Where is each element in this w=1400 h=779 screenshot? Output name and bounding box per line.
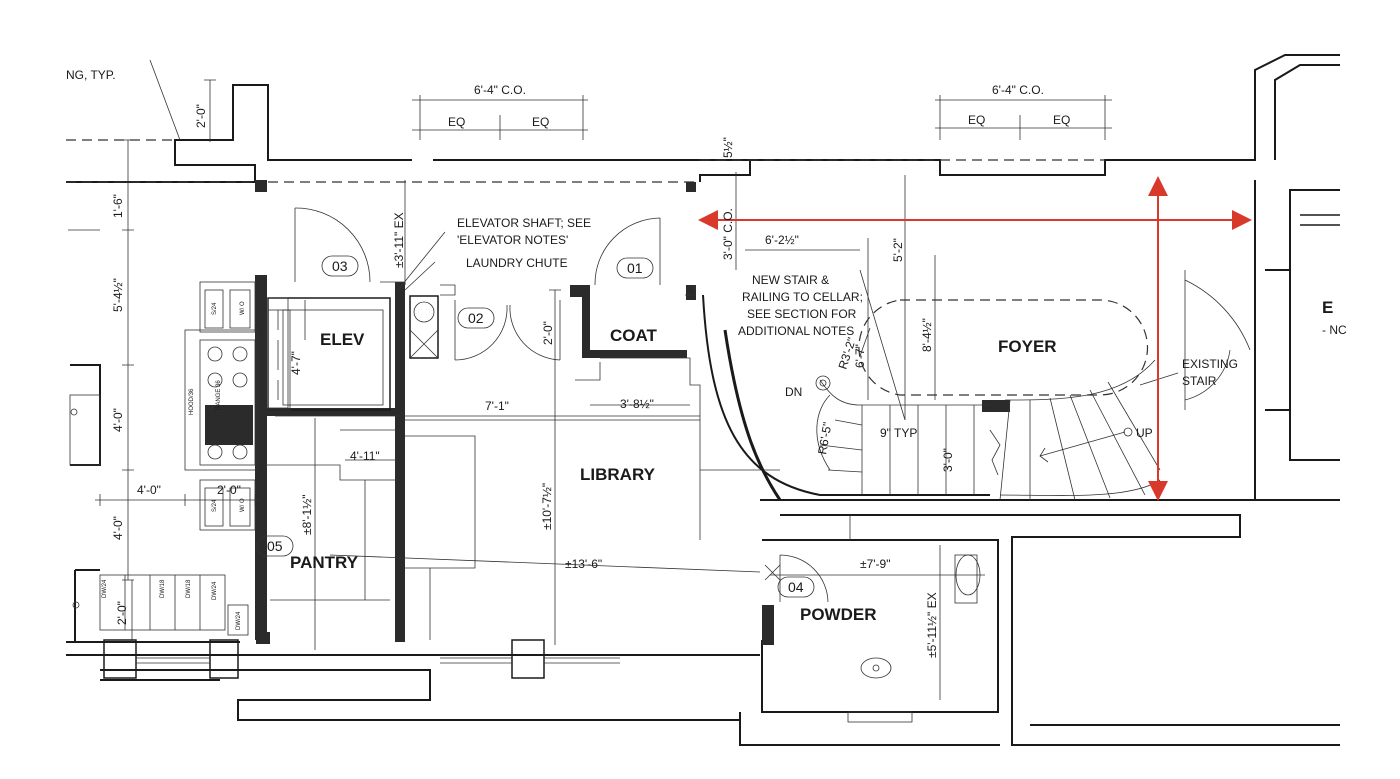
dim-6-2-half: 6'-2½" bbox=[765, 233, 799, 247]
note-new-stair: ADDITIONAL NOTES bbox=[738, 324, 854, 338]
dim-eq: EQ bbox=[1053, 113, 1070, 127]
appliance-label: W/ O bbox=[240, 498, 246, 512]
dim-3-0-co: 3'-0" C.O. bbox=[721, 208, 735, 260]
appliance-label: DW/24 bbox=[236, 611, 242, 630]
appliance-label: S/24 bbox=[212, 302, 218, 315]
room-labels: ELEV COAT FOYER LIBRARY PANTRY POWDER E bbox=[290, 298, 1333, 624]
room-label-library: LIBRARY bbox=[580, 465, 656, 484]
appliance-label: DW/18 bbox=[186, 579, 192, 598]
red-annotations bbox=[698, 176, 1252, 501]
door-tag-01: 01 bbox=[627, 260, 643, 276]
note-existing-stair: STAIR bbox=[1182, 374, 1217, 388]
exterior-walls bbox=[66, 54, 1340, 746]
appliance-label: DW/18 bbox=[160, 579, 166, 598]
dim-3-11-ex: ±3'-11" EX bbox=[392, 212, 406, 268]
dim-eq: EQ bbox=[968, 113, 985, 127]
note-ng-typ: NG, TYP. bbox=[66, 68, 116, 82]
appliance-label: S/24 bbox=[212, 499, 218, 512]
dim-2-0-bottom: 2'-0" bbox=[115, 601, 129, 625]
dim-5-4-half: 5'-4½" bbox=[111, 278, 125, 312]
note-new-stair: SEE SECTION FOR bbox=[747, 307, 857, 321]
dim-co-right: 6'-4" C.O. bbox=[992, 83, 1044, 97]
appliance-label: DW/24 bbox=[102, 579, 108, 598]
door-swings bbox=[68, 207, 829, 603]
appliance-labels: S/24 W/ O HOOD/36 RANGE 36 S/24 W/ O DW/… bbox=[102, 301, 246, 630]
door-tag-05: 05 bbox=[267, 538, 283, 554]
powder-fixtures bbox=[847, 554, 981, 723]
dim-8-4-half: 8'-4½" bbox=[920, 318, 934, 352]
dim-9-typ: 9" TYP bbox=[880, 426, 917, 440]
dim-7-1: 7'-1" bbox=[485, 399, 509, 413]
note-elevator-shaft: ELEVATOR SHAFT; SEE bbox=[457, 216, 591, 230]
dim-4-7: 4'-7" bbox=[289, 351, 303, 375]
dim-10-7-half: ±10'-7½" bbox=[540, 483, 554, 530]
room-label-pantry: PANTRY bbox=[290, 553, 359, 572]
dim-3-0-stair: 3'-0" bbox=[941, 448, 955, 472]
dim-4-0-left: 4'-0" bbox=[111, 408, 125, 432]
dim-13-6: ±13'-6" bbox=[565, 557, 602, 571]
note-new-stair: NEW STAIR & bbox=[752, 273, 829, 287]
appliance-label: DW/24 bbox=[212, 581, 218, 600]
interior-walls bbox=[255, 180, 1010, 645]
note-dn: DN bbox=[785, 385, 802, 399]
dim-1-6: 1'-6" bbox=[111, 194, 125, 218]
dim-2-0-top: 2'-0" bbox=[194, 104, 208, 128]
stairs bbox=[702, 294, 1161, 501]
dim-3-8-half: 3'-8½" bbox=[620, 397, 654, 411]
dim-5-half: 5½" bbox=[721, 137, 735, 158]
dim-4-0-lower: 4'-0" bbox=[111, 516, 125, 540]
door-tag-02: 02 bbox=[468, 310, 484, 326]
dim-eq: EQ bbox=[448, 115, 465, 129]
dim-2-0-coat: 2'-0" bbox=[541, 321, 555, 345]
appliance-label: RANGE 36 bbox=[216, 380, 222, 410]
door-tag-04: 04 bbox=[788, 579, 804, 595]
kitchen-appliances bbox=[69, 281, 291, 636]
notes: NG, TYP. ELEVATOR SHAFT; SEE 'ELEVATOR N… bbox=[66, 68, 1347, 440]
note-new-stair: RAILING TO CELLAR; bbox=[742, 290, 863, 304]
dim-7-9: ±7'-9" bbox=[860, 557, 890, 571]
dim-co-left: 6'-4" C.O. bbox=[474, 83, 526, 97]
note-elevator-shaft: 'ELEVATOR NOTES' bbox=[457, 233, 568, 247]
appliance-label: HOOD/36 bbox=[189, 388, 195, 415]
dimension-text: 6'-4" C.O. 6'-4" C.O. EQ EQ EQ EQ 2'-0" … bbox=[111, 83, 1070, 658]
elevator-shaft bbox=[267, 297, 391, 411]
door-tags: 03 02 01 05 04 bbox=[256, 255, 815, 598]
dim-5-2: 5'-2" bbox=[891, 238, 905, 262]
door-tag-03: 03 bbox=[332, 258, 348, 274]
note-partial-nc: - NC bbox=[1322, 323, 1347, 337]
dim-2-0-kitchen: 2'-0" bbox=[217, 483, 241, 497]
dim-8-1-half: ±8'-1½" bbox=[300, 495, 314, 536]
note-laundry-chute: LAUNDRY CHUTE bbox=[466, 256, 568, 270]
dim-r6-5: R6'-5" bbox=[815, 421, 834, 455]
laundry-chute bbox=[409, 295, 439, 359]
dim-4-0-horiz: 4'-0" bbox=[137, 483, 161, 497]
dim-5-11-half: ±5'-11½" EX bbox=[925, 592, 939, 658]
appliance-label: W/ O bbox=[240, 301, 246, 315]
room-label-foyer: FOYER bbox=[998, 337, 1057, 356]
dim-6-7: 6'-7" bbox=[853, 344, 867, 368]
dim-eq: EQ bbox=[532, 115, 549, 129]
note-up: UP bbox=[1136, 426, 1153, 440]
windows bbox=[103, 639, 620, 679]
dimension-lines bbox=[95, 59, 1179, 700]
room-label-powder: POWDER bbox=[800, 605, 877, 624]
dim-4-11: 4'-11" bbox=[350, 449, 380, 463]
room-label-elev: ELEV bbox=[320, 330, 365, 349]
interior-lines bbox=[265, 281, 851, 640]
note-existing-stair: EXISTING bbox=[1182, 357, 1238, 371]
room-label-coat: COAT bbox=[610, 326, 658, 345]
room-label-partial: E bbox=[1322, 298, 1333, 317]
